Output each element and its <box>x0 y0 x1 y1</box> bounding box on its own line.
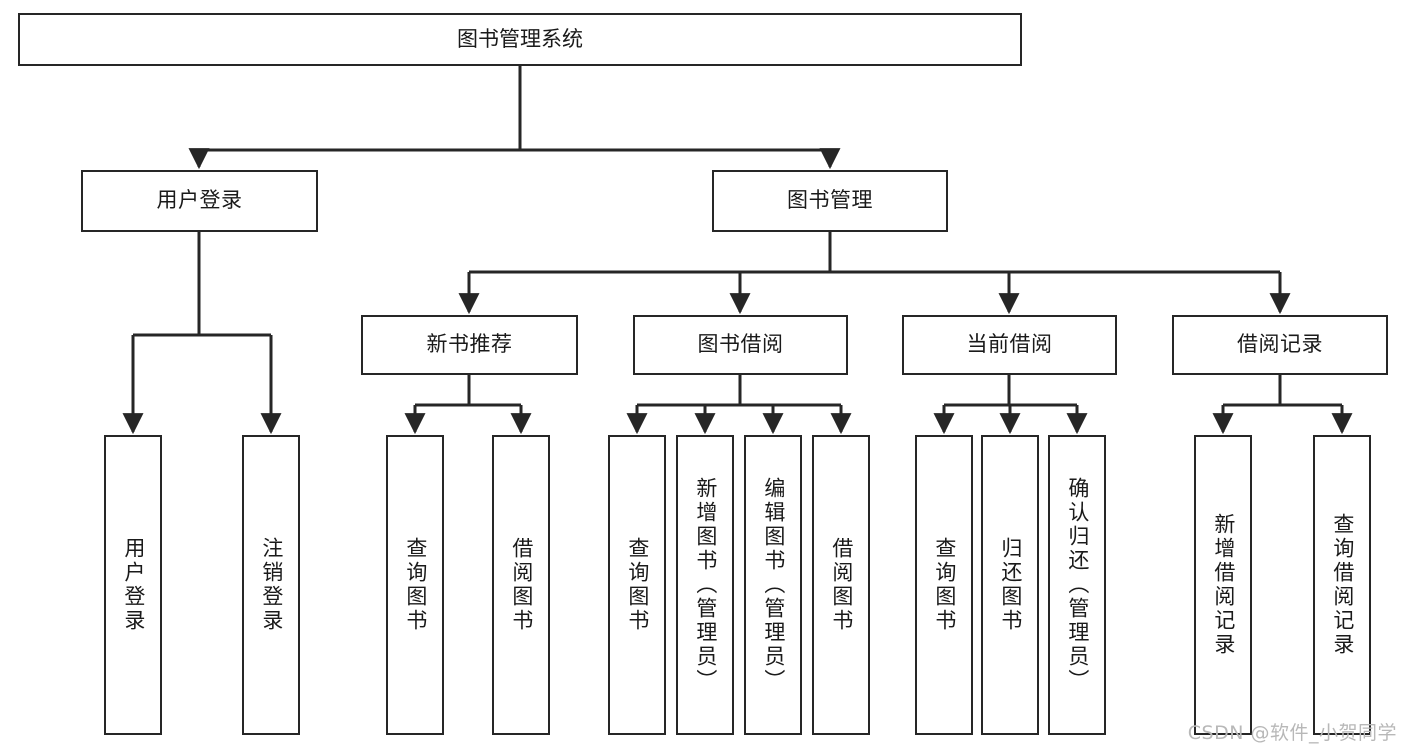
leaf-borrow-borrow-book-label: 借阅图书 <box>829 537 854 633</box>
node-book-borrow-label: 图书借阅 <box>697 332 784 357</box>
leaf-borrow-borrow-book[interactable]: 借阅图书 <box>812 435 870 735</box>
leaf-user-login[interactable]: 用户登录 <box>104 435 162 735</box>
leaf-newbook-borrow-book-label: 借阅图书 <box>509 537 534 633</box>
node-book-management[interactable]: 图书管理 <box>712 170 948 232</box>
leaf-current-confirm-return[interactable]: 确认归还（管理员） <box>1048 435 1106 735</box>
leaf-logout[interactable]: 注销登录 <box>242 435 300 735</box>
leaf-records-add-record-label: 新增借阅记录 <box>1211 513 1236 657</box>
leaf-borrow-edit-book[interactable]: 编辑图书（管理员） <box>744 435 802 735</box>
node-user-login[interactable]: 用户登录 <box>81 170 318 232</box>
node-current-borrow[interactable]: 当前借阅 <box>902 315 1117 375</box>
leaf-borrow-query-book-label: 查询图书 <box>625 537 650 633</box>
node-new-book-recommend-label: 新书推荐 <box>426 332 513 357</box>
leaf-borrow-add-book-label: 新增图书（管理员） <box>693 477 718 693</box>
node-borrow-records[interactable]: 借阅记录 <box>1172 315 1388 375</box>
node-current-borrow-label: 当前借阅 <box>966 332 1053 357</box>
node-book-borrow[interactable]: 图书借阅 <box>633 315 848 375</box>
leaf-current-confirm-return-label: 确认归还（管理员） <box>1065 477 1090 693</box>
leaf-records-query-record[interactable]: 查询借阅记录 <box>1313 435 1371 735</box>
leaf-records-query-record-label: 查询借阅记录 <box>1330 513 1355 657</box>
watermark: CSDN @软件_小贺同学 <box>1187 722 1397 744</box>
leaf-user-login-label: 用户登录 <box>121 537 146 633</box>
leaf-borrow-edit-book-label: 编辑图书（管理员） <box>761 477 786 693</box>
leaf-newbook-query-book[interactable]: 查询图书 <box>386 435 444 735</box>
leaf-logout-label: 注销登录 <box>259 537 284 633</box>
node-root-label: 图书管理系统 <box>457 26 583 51</box>
leaf-current-return-book[interactable]: 归还图书 <box>981 435 1039 735</box>
leaf-current-query-book[interactable]: 查询图书 <box>915 435 973 735</box>
leaf-records-add-record[interactable]: 新增借阅记录 <box>1194 435 1252 735</box>
leaf-borrow-add-book[interactable]: 新增图书（管理员） <box>676 435 734 735</box>
leaf-current-query-book-label: 查询图书 <box>932 537 957 633</box>
node-book-management-label: 图书管理 <box>787 188 873 213</box>
node-root[interactable]: 图书管理系统 <box>18 13 1022 66</box>
leaf-newbook-query-book-label: 查询图书 <box>403 537 428 633</box>
leaf-borrow-query-book[interactable]: 查询图书 <box>608 435 666 735</box>
node-user-login-label: 用户登录 <box>156 188 243 213</box>
leaf-newbook-borrow-book[interactable]: 借阅图书 <box>492 435 550 735</box>
leaf-current-return-book-label: 归还图书 <box>998 537 1023 633</box>
node-borrow-records-label: 借阅记录 <box>1237 332 1323 357</box>
node-new-book-recommend[interactable]: 新书推荐 <box>361 315 578 375</box>
